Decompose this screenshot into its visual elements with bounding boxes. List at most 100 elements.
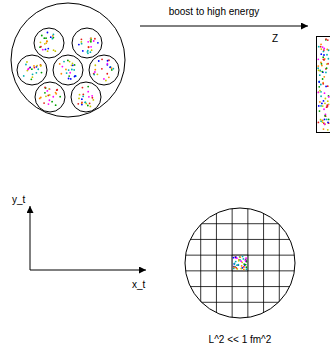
parton-dot — [322, 56, 324, 58]
parton-dot — [94, 64, 96, 66]
parton-dot — [233, 266, 235, 268]
parton-dot — [94, 69, 96, 71]
parton-dot — [53, 34, 55, 36]
parton-dot — [317, 92, 319, 94]
parton-dot — [33, 65, 35, 67]
parton-dot — [63, 61, 65, 63]
parton-dot — [323, 100, 325, 102]
figure-label: x_t — [132, 279, 145, 290]
parton-dot — [89, 40, 91, 42]
parton-dot — [240, 260, 242, 262]
parton-dot — [320, 119, 322, 121]
parton-dot — [68, 69, 70, 71]
parton-dot — [327, 122, 329, 124]
parton-dot — [237, 264, 239, 266]
parton-dot — [90, 37, 92, 39]
parton-dot — [89, 102, 91, 104]
parton-dot — [82, 94, 84, 96]
parton-dot — [29, 67, 31, 69]
parton-dot — [98, 60, 100, 62]
parton-dot — [239, 256, 241, 258]
parton-dot — [324, 115, 326, 117]
parton-dot — [26, 61, 28, 63]
parton-dot — [320, 48, 322, 50]
parton-dot — [74, 75, 76, 77]
parton-dot — [327, 63, 329, 65]
parton-dot — [324, 102, 326, 104]
contracted-outline — [317, 37, 330, 133]
parton-dot — [326, 104, 328, 106]
parton-dot — [35, 72, 37, 74]
parton-dot — [318, 81, 320, 83]
parton-dot — [319, 90, 321, 92]
parton-dot — [94, 71, 96, 73]
parton-dot — [324, 98, 326, 100]
parton-dot — [81, 104, 83, 106]
transverse-disc — [180, 200, 300, 330]
parton-dot — [103, 78, 105, 80]
parton-dot — [325, 86, 327, 88]
parton-dot — [90, 46, 92, 48]
parton-dot — [319, 70, 321, 72]
parton-dot — [323, 128, 325, 130]
parton-dot — [36, 65, 38, 67]
parton-dot — [82, 50, 84, 52]
parton-dot — [318, 91, 320, 93]
parton-dot — [77, 103, 79, 105]
parton-dot — [327, 58, 329, 60]
parton-dot — [54, 50, 56, 52]
parton-dot — [321, 63, 323, 65]
nucleon-circle — [53, 55, 83, 85]
parton-dot — [245, 264, 247, 266]
parton-dot — [81, 38, 83, 40]
grid — [180, 200, 300, 330]
parton-dot — [322, 71, 324, 73]
nucleon-circle — [89, 55, 119, 85]
parton-dot — [47, 48, 49, 50]
parton-dot — [235, 256, 237, 258]
parton-dot — [328, 119, 330, 121]
parton-dot — [69, 61, 71, 63]
nucleus-outline — [11, 3, 125, 117]
parton-dot — [322, 46, 324, 48]
parton-dot — [111, 69, 113, 71]
parton-dot — [40, 65, 42, 67]
parton-dot — [320, 84, 322, 86]
parton-dot — [243, 269, 245, 271]
parton-dot — [78, 98, 80, 100]
parton-dot — [82, 87, 84, 89]
nucleon-circle — [71, 82, 101, 112]
parton-dot — [328, 96, 330, 98]
parton-dot — [90, 51, 92, 53]
parton-dot — [30, 78, 32, 80]
parton-dot — [91, 97, 93, 99]
parton-dot — [245, 266, 247, 268]
parton-dot — [321, 103, 323, 105]
parton-dot — [44, 92, 46, 94]
parton-dot — [322, 83, 324, 85]
parton-dot — [96, 73, 98, 75]
parton-dot — [235, 267, 237, 269]
parton-dot — [55, 104, 57, 106]
parton-dot — [245, 260, 247, 262]
parton-dot — [321, 71, 323, 73]
parton-dot — [48, 88, 50, 90]
parton-dot — [46, 41, 48, 43]
parton-dot — [74, 64, 76, 66]
parton-dot — [90, 41, 92, 43]
parton-dot — [322, 78, 324, 80]
parton-dot — [66, 72, 68, 74]
parton-dot — [108, 76, 110, 78]
parton-dot — [241, 265, 243, 267]
parton-dot — [55, 92, 57, 94]
parton-dot — [73, 69, 75, 71]
nucleon-circle — [35, 82, 65, 112]
parton-dot — [32, 73, 34, 75]
parton-dot — [94, 38, 96, 40]
grid-line — [263, 200, 264, 330]
parton-dot — [244, 260, 246, 262]
parton-dot — [69, 72, 71, 74]
parton-dot — [72, 62, 74, 64]
